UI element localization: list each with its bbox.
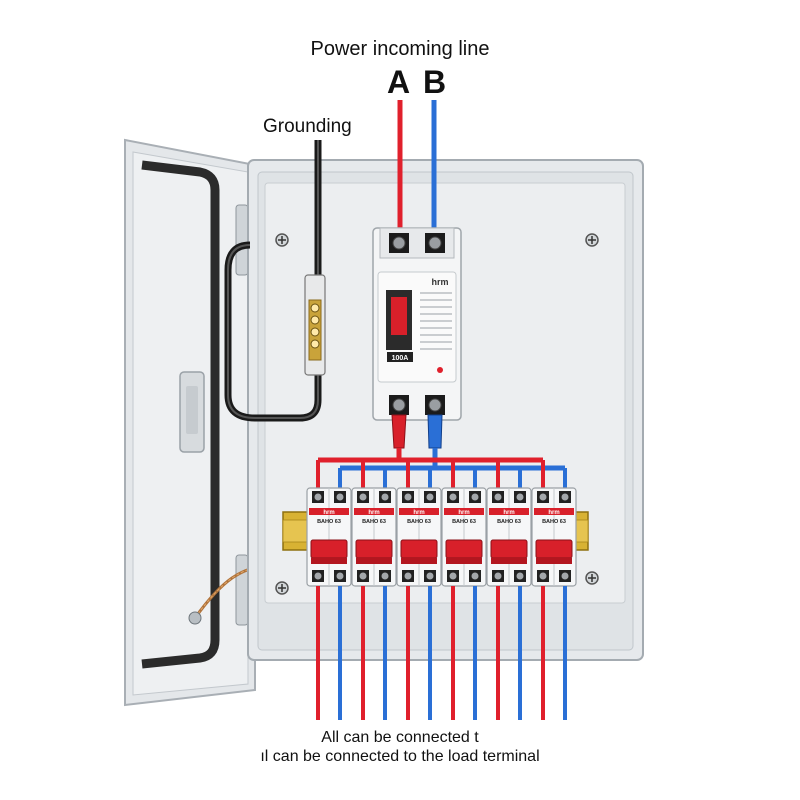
breaker-model-label: BAHO 63: [362, 519, 386, 525]
main-breaker-rating: 100A: [392, 355, 409, 362]
caption-line-1: All can be connected t: [321, 729, 479, 746]
breaker-toggle[interactable]: [310, 539, 348, 559]
test-button[interactable]: [437, 367, 443, 373]
enclosure-door: [124, 138, 263, 707]
breaker-model-label: BAHO 63: [497, 519, 521, 525]
top-hinge: [235, 204, 249, 276]
outgoing-wiring: [316, 586, 567, 720]
main-breaker-toggle[interactable]: [391, 297, 407, 335]
blue-cable-lug: [427, 414, 443, 449]
main-breaker-brand: hrm: [431, 277, 448, 287]
breaker-brand-label: hrm: [323, 510, 334, 516]
grounding-label: Grounding: [263, 116, 352, 137]
caption-line-2: ıl can be connected to the load terminal: [260, 748, 540, 765]
breaker-model-label: BAHO 63: [542, 519, 566, 525]
red-cable-lug: [391, 414, 407, 449]
main-breaker: 100A hrm: [372, 227, 462, 421]
breaker-toggle[interactable]: [400, 539, 438, 559]
breaker-brand-label: hrm: [548, 510, 559, 516]
phase-a-label: A: [387, 64, 411, 100]
phase-b-label: B: [423, 64, 447, 100]
breaker-toggle[interactable]: [535, 539, 573, 559]
bottom-hinge: [235, 554, 249, 626]
grounding-terminal: [224, 140, 326, 422]
breaker-brand-label: hrm: [368, 510, 379, 516]
breaker-toggle[interactable]: [445, 539, 483, 559]
breaker-toggle[interactable]: [355, 539, 393, 559]
breaker-model-label: BAHO 63: [452, 519, 476, 525]
breaker-brand-label: hrm: [413, 510, 424, 516]
breaker-model-label: BAHO 63: [407, 519, 431, 525]
distribution-wiring: [316, 448, 567, 490]
diagram-title: Power incoming line: [310, 38, 490, 60]
breaker-brand-label: hrm: [458, 510, 469, 516]
breaker-toggle[interactable]: [490, 539, 528, 559]
breaker-model-label: BAHO 63: [317, 519, 341, 525]
breaker-brand-label: hrm: [503, 510, 514, 516]
